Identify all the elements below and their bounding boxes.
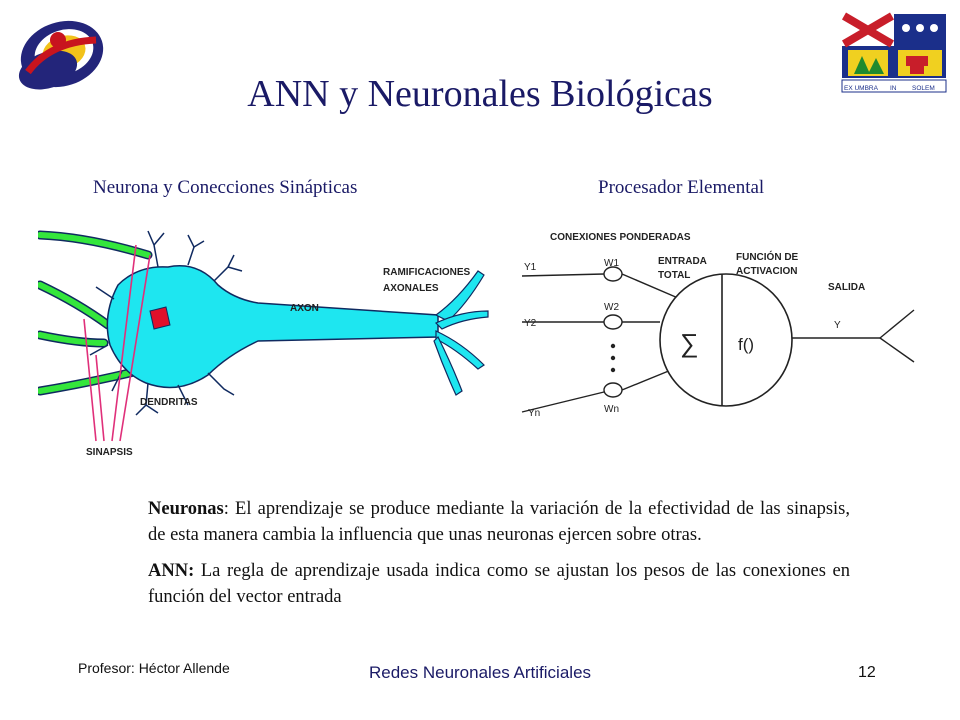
footer-page-number: 12 — [858, 664, 876, 681]
neuron-subtitle: Neurona y Conecciones Sinápticas — [93, 177, 358, 198]
footer-professor: Profesor: Héctor Allende — [78, 660, 230, 676]
university-crest: EX UMBRA IN SOLEM — [841, 12, 947, 93]
processor-diagram: CONEXIONES PONDERADAS ENTRADA TOTAL FUNC… — [521, 232, 915, 419]
func-symbol: f() — [738, 335, 754, 354]
label-entrada-1: ENTRADA — [658, 256, 707, 267]
label-w1: W1 — [604, 258, 619, 269]
label-axon: AXON — [290, 303, 319, 314]
neuron-diagram: RAMIFICACIONES AXONALES AXON DENDRITAS S… — [38, 230, 489, 458]
paragraph-neuronas: Neuronas: El aprendizaje se produce medi… — [148, 496, 850, 548]
label-w2: W2 — [604, 302, 619, 313]
label-y1: Y1 — [524, 262, 537, 273]
body-text: Neuronas: El aprendizaje se produce medi… — [148, 496, 850, 620]
term-neuronas: Neuronas — [148, 499, 224, 519]
paragraph-ann-text: La regla de aprendizaje usada indica com… — [148, 561, 850, 607]
label-entrada-2: TOTAL — [658, 270, 690, 281]
crest-motto-center: IN — [890, 85, 897, 92]
term-ann: ANN: — [148, 561, 195, 581]
processor-subtitle: Procesador Elemental — [598, 177, 765, 198]
logo-id — [18, 20, 104, 90]
label-ramificaciones-2: AXONALES — [383, 283, 439, 294]
label-wn: Wn — [604, 404, 619, 415]
label-funcion-1: FUNCIÓN DE — [736, 250, 799, 263]
sum-symbol: ∑ — [680, 328, 699, 358]
label-yn: Yn — [528, 408, 540, 419]
crest-motto-right: SOLEM — [912, 85, 935, 92]
label-y2: Y2 — [524, 318, 537, 329]
paragraph-neuronas-text: : El aprendizaje se produce mediante la … — [148, 499, 850, 545]
label-dendritas: DENDRITAS — [140, 397, 198, 408]
label-funcion-2: ACTIVACION — [736, 266, 797, 277]
label-salida: SALIDA — [828, 282, 865, 293]
crest-motto-left: EX UMBRA — [844, 85, 879, 92]
label-sinapsis: SINAPSIS — [86, 447, 133, 458]
label-ramificaciones-1: RAMIFICACIONES — [383, 267, 471, 278]
label-y-out: Y — [834, 320, 841, 331]
page-title: ANN y Neuronales Biológicas — [247, 73, 713, 115]
paragraph-ann: ANN: La regla de aprendizaje usada indic… — [148, 558, 850, 610]
footer-course: Redes Neuronales Artificiales — [368, 663, 592, 682]
label-conexiones: CONEXIONES PONDERADAS — [550, 232, 691, 243]
